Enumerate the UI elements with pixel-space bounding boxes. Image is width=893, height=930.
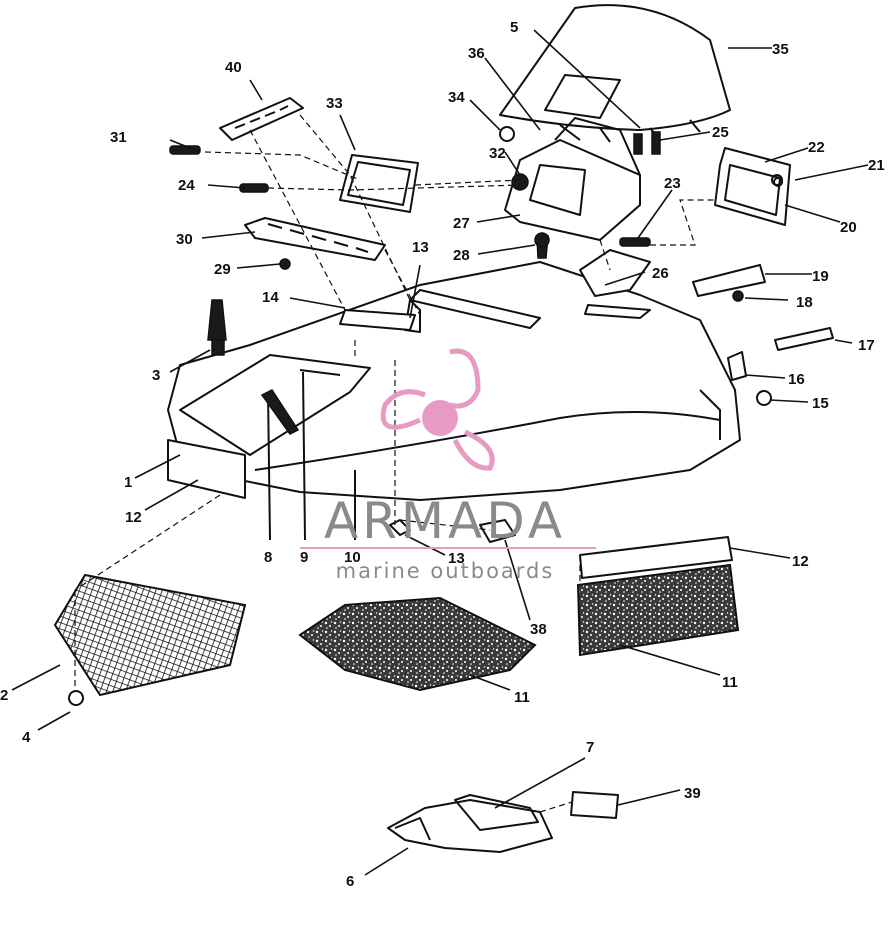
callout-12a: 12	[125, 509, 142, 526]
callout-8: 8	[264, 549, 272, 566]
vent-grille-40-part	[219, 97, 304, 141]
callout-6: 6	[346, 873, 354, 890]
callout-4: 4	[22, 729, 31, 746]
wiring-parts	[260, 369, 356, 541]
callout-38: 38	[530, 621, 547, 638]
vent-grille-30-part	[244, 217, 386, 261]
hood-body-part	[167, 261, 741, 501]
foam-pad-right-part	[576, 563, 740, 657]
foam-pad-left-part	[298, 596, 537, 692]
assembly-lines	[74, 114, 715, 813]
callout-21: 21	[868, 157, 885, 174]
armada-watermark: ARMADA marine outboards	[300, 348, 596, 583]
callout-15: 15	[812, 395, 829, 412]
callout-13b: 13	[448, 550, 465, 567]
leader-lines	[11, 29, 869, 876]
headlight-lens-frame-part	[339, 154, 419, 213]
callout-13a: 13	[412, 239, 429, 256]
callout-5: 5	[510, 19, 518, 36]
callout-labels: 5 35 36 34 32 25 22 21 20 23 27 28 13 26…	[0, 19, 885, 890]
callout-31: 31	[110, 129, 127, 146]
callout-19: 19	[812, 268, 829, 285]
callout-18: 18	[796, 294, 813, 311]
watermark-tagline: marine outboards	[336, 559, 555, 583]
taillight-part	[714, 147, 791, 226]
callout-14: 14	[262, 289, 279, 306]
callout-3: 3	[152, 367, 160, 384]
callout-35: 35	[772, 41, 789, 58]
air-duct-part	[387, 794, 553, 853]
watermark-brand: ARMADA	[324, 492, 566, 550]
callout-30: 30	[176, 231, 193, 248]
callout-11a: 11	[514, 689, 530, 706]
callout-11b: 11	[722, 674, 738, 691]
headlight-housing-part	[504, 117, 641, 241]
windshield-part	[499, 4, 731, 143]
callout-36: 36	[468, 45, 485, 62]
callout-20: 20	[840, 219, 857, 236]
callout-32: 32	[489, 145, 506, 162]
callout-39: 39	[684, 785, 701, 802]
callout-29: 29	[214, 261, 231, 278]
callout-16: 16	[788, 371, 805, 388]
trim-strip-left-part	[167, 439, 246, 499]
trim-strip-right-part	[579, 536, 733, 579]
callout-1: 1	[124, 474, 132, 491]
decal-part	[570, 791, 619, 819]
callout-33: 33	[326, 95, 343, 112]
callout-12b: 12	[792, 553, 809, 570]
callout-23: 23	[664, 175, 681, 192]
callout-28: 28	[453, 247, 470, 264]
callout-22: 22	[808, 139, 825, 156]
callout-26: 26	[652, 265, 669, 282]
callout-25: 25	[712, 124, 729, 141]
callout-10: 10	[344, 549, 361, 566]
callout-9: 9	[300, 549, 308, 566]
callout-17: 17	[858, 337, 875, 354]
hardware-pieces	[68, 126, 834, 706]
callout-27: 27	[453, 215, 470, 232]
callout-7: 7	[586, 739, 594, 756]
propeller-logo-icon	[380, 348, 495, 471]
mesh-screen-part	[53, 573, 247, 697]
callout-24: 24	[178, 177, 195, 194]
callout-40: 40	[225, 59, 242, 76]
callout-34: 34	[448, 89, 465, 106]
callout-2: 2	[0, 687, 8, 704]
